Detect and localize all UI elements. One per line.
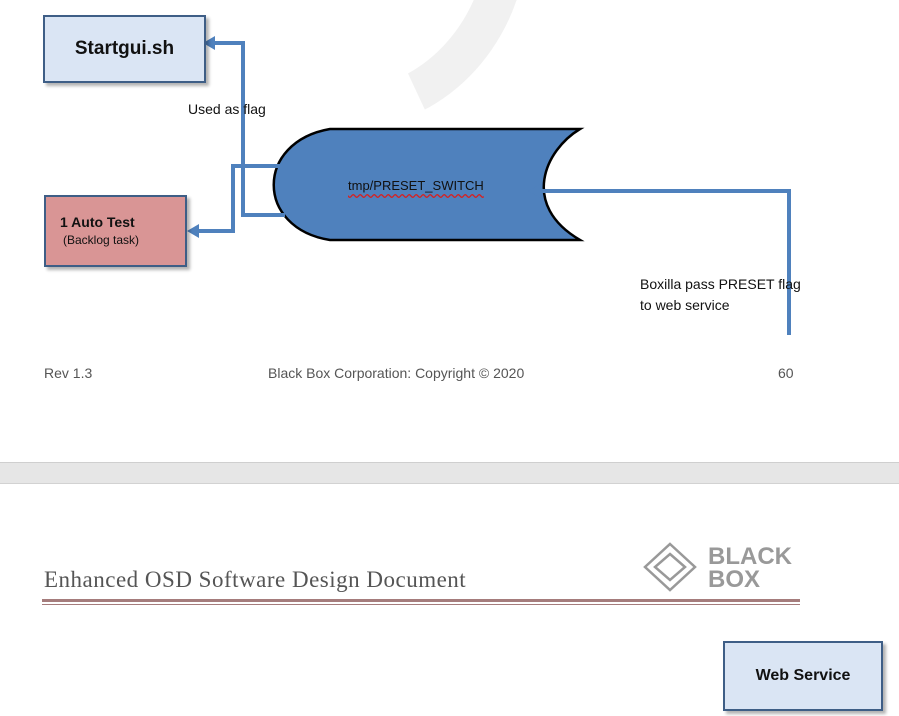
- autotest-title: 1 Auto Test: [60, 214, 135, 230]
- arrowhead-store: [528, 184, 541, 198]
- flow-diagram: [187, 36, 791, 335]
- logo-text-black: BLACK: [708, 543, 793, 570]
- webservice-box: Web Service: [723, 641, 883, 711]
- footer-page-number: 60: [778, 365, 794, 381]
- boxilla-note-line-2: to web service: [640, 297, 730, 313]
- preset-switch-store-shape: [272, 127, 585, 242]
- footer-copyright: Black Box Corporation: Copyright © 2020: [268, 365, 525, 381]
- page-61: Enhanced OSD Software Design Document BL…: [0, 484, 899, 716]
- black-box-logo: BLACK BOX: [643, 542, 793, 592]
- logo-diamond-icon: [643, 542, 697, 592]
- header-rule: [42, 599, 800, 602]
- autotest-subtitle: (Backlog task): [63, 233, 140, 247]
- boxilla-note-line-1: Boxilla pass PRESET flag: [640, 276, 801, 292]
- boxilla-note: Boxilla pass PRESET flag to web service: [640, 274, 801, 316]
- logo-text-box: BOX: [708, 566, 760, 592]
- preset-switch-label: tmp/PRESET_SWITCH: [348, 178, 484, 193]
- document-title: Enhanced OSD Software Design Document: [44, 567, 467, 592]
- startgui-box: Startgui.sh: [43, 15, 206, 83]
- page-break-gap: [0, 462, 899, 484]
- webservice-label: Web Service: [755, 667, 851, 684]
- used-as-flag-label: Used as flag: [188, 101, 266, 117]
- page-60: Startgui.sh 1 Auto Test (Backlog task) U…: [43, 0, 801, 381]
- arrow-to-startgui: [213, 41, 285, 217]
- footer-revision: Rev 1.3: [44, 365, 93, 381]
- autotest-box: 1 Auto Test (Backlog task): [44, 195, 187, 267]
- arrowhead-autotest: [187, 224, 199, 238]
- arrowhead-startgui: [203, 36, 215, 50]
- arrow-from-boxilla: [540, 189, 791, 335]
- startgui-label: Startgui.sh: [74, 38, 175, 59]
- header-rule-thin: [42, 604, 800, 605]
- arrow-to-autotest: [196, 164, 283, 233]
